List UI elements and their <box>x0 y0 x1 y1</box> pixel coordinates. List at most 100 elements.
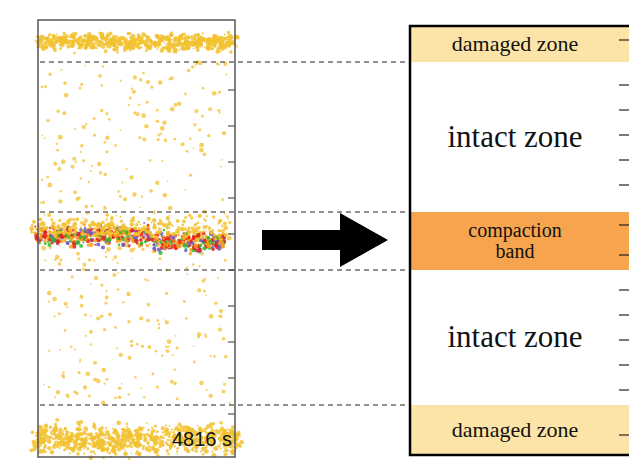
emission-dot <box>131 258 133 260</box>
emission-dot <box>48 386 50 388</box>
emission-dot <box>156 385 159 388</box>
emission-dot <box>198 265 200 267</box>
emission-dot <box>185 42 189 46</box>
emission-dot <box>130 222 134 226</box>
emission-dot <box>62 430 64 432</box>
emission-dot <box>61 45 63 47</box>
emission-dot <box>220 40 224 44</box>
emission-dot <box>88 212 90 214</box>
emission-dot <box>145 49 148 52</box>
emission-dot <box>229 51 232 54</box>
emission-dot <box>79 43 83 47</box>
emission-dot <box>78 45 80 47</box>
emission-dot <box>82 39 84 41</box>
emission-dot <box>151 429 155 433</box>
emission-dot <box>151 373 154 376</box>
emission-dot <box>101 448 106 453</box>
emission-dot <box>216 62 219 65</box>
emission-dot <box>126 437 128 439</box>
emission-dot <box>137 46 140 49</box>
emission-dot <box>210 355 212 357</box>
emission-dot <box>78 371 81 374</box>
emission-dot <box>101 401 106 406</box>
emission-dot <box>167 42 171 46</box>
emission-dot <box>39 38 42 41</box>
emission-dot <box>47 446 51 450</box>
emission-dot <box>49 38 53 42</box>
emission-dot <box>165 345 168 348</box>
emission-dot <box>79 361 81 363</box>
emission-dot <box>221 198 224 201</box>
emission-dot <box>223 43 227 47</box>
emission-dot <box>147 449 151 453</box>
emission-dot <box>112 428 114 430</box>
emission-dot <box>197 425 199 427</box>
emission-dot <box>126 445 129 448</box>
emission-dot <box>99 171 102 174</box>
emission-dot <box>112 259 114 261</box>
emission-dot <box>202 279 206 283</box>
emission-dot <box>80 83 83 86</box>
emission-dot <box>77 257 80 260</box>
emission-dot <box>207 134 210 137</box>
emission-dot <box>76 452 80 456</box>
emission-dot <box>64 329 67 332</box>
emission-dot <box>218 37 220 39</box>
emission-dot <box>69 452 71 454</box>
emission-dot <box>76 197 80 201</box>
emission-dot <box>224 33 226 35</box>
emission-dot <box>66 433 68 435</box>
emission-dot <box>117 42 121 46</box>
band-fill <box>411 26 629 62</box>
emission-dot <box>194 62 197 65</box>
emission-dot <box>52 438 54 440</box>
emission-dot <box>173 41 175 43</box>
emission-dot <box>224 213 226 215</box>
emission-dot <box>42 449 44 451</box>
emission-dot <box>75 436 77 438</box>
emission-dot <box>142 37 144 39</box>
emission-dot <box>133 47 136 50</box>
emission-dot <box>87 434 89 436</box>
emission-dot <box>103 206 107 210</box>
emission-dot <box>94 276 98 280</box>
emission-dot <box>150 86 153 89</box>
emission-dot <box>56 109 60 113</box>
emission-dot <box>230 450 234 454</box>
emission-dot <box>127 41 131 45</box>
emission-dot <box>79 359 81 361</box>
emission-dot <box>57 38 61 42</box>
emission-dot <box>29 449 33 453</box>
emission-dot <box>197 288 201 292</box>
emission-dot <box>116 46 119 49</box>
emission-dot <box>168 346 170 348</box>
emission-dot <box>140 388 142 390</box>
emission-dot <box>82 125 86 129</box>
emission-dot <box>159 34 164 39</box>
emission-dot <box>222 337 226 341</box>
emission-dot <box>86 213 88 215</box>
emission-dot <box>105 150 108 153</box>
emission-dot <box>39 428 44 433</box>
emission-dot <box>133 111 136 114</box>
emission-dot <box>173 38 177 42</box>
emission-dot <box>68 41 70 43</box>
emission-dot <box>121 243 125 247</box>
emission-dot <box>118 441 120 443</box>
emission-dot <box>66 436 71 441</box>
emission-dot <box>89 432 93 436</box>
emission-dot <box>44 428 48 432</box>
emission-dot <box>139 443 143 447</box>
emission-dot <box>105 251 107 253</box>
emission-dot <box>88 181 90 183</box>
emission-dot <box>94 427 97 430</box>
emission-dot <box>147 441 149 443</box>
emission-dot <box>83 34 87 38</box>
emission-dot <box>100 315 104 319</box>
emission-dot <box>147 442 149 444</box>
emission-dot <box>58 430 62 434</box>
emission-dot <box>167 453 170 456</box>
emission-dot <box>84 426 88 430</box>
emission-dot <box>237 436 239 438</box>
emission-dot <box>109 38 111 40</box>
